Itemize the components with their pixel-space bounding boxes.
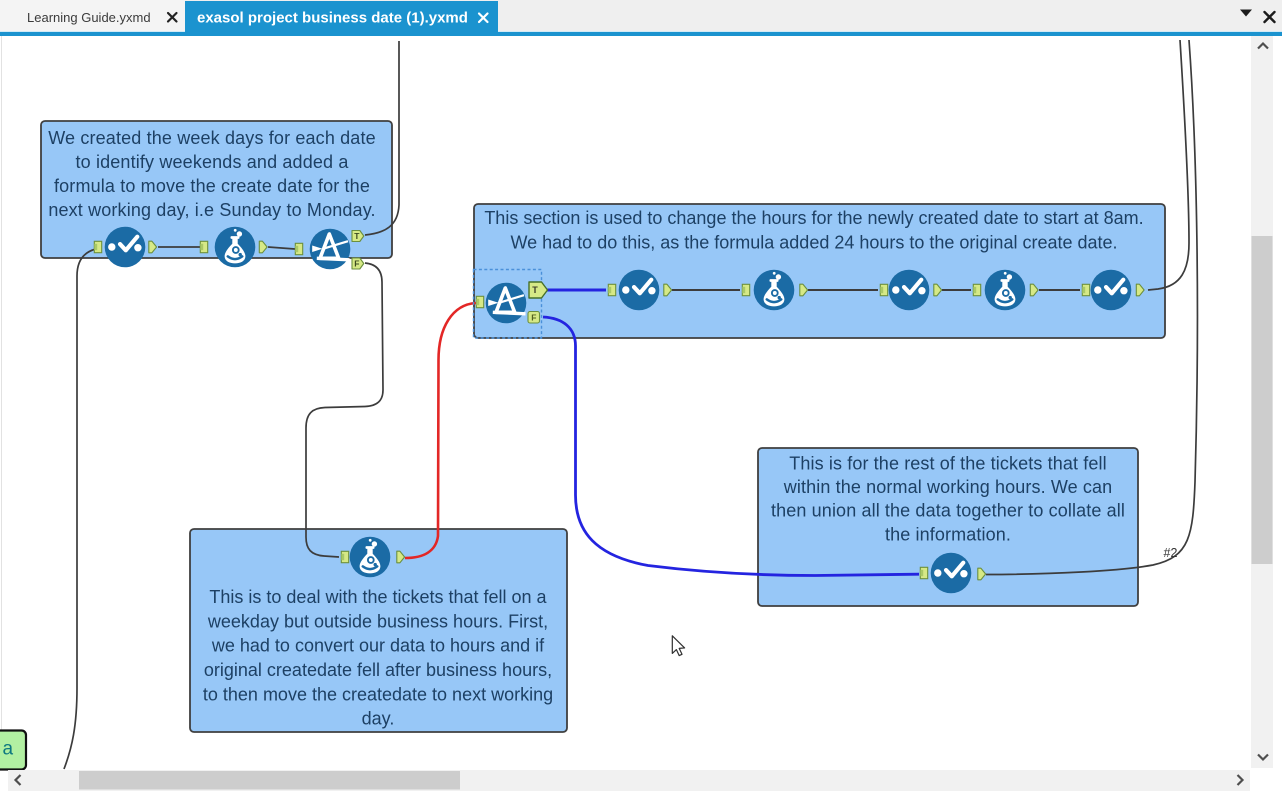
svg-text:original createdate fell after: original createdate fell after business … <box>204 660 552 680</box>
svg-text:#2: #2 <box>1164 546 1178 560</box>
svg-text:This is for the rest of the ti: This is for the rest of the tickets that… <box>789 454 1107 474</box>
svg-text:This section is used to change: This section is used to change the hours… <box>484 208 1143 228</box>
svg-text:We had to do this, as the form: We had to do this, as the formula added … <box>510 233 1117 253</box>
svg-text:day.: day. <box>362 709 395 729</box>
svg-text:F: F <box>354 259 359 269</box>
svg-text:the information.: the information. <box>885 524 1011 544</box>
svg-text:to identify weekends and added: to identify weekends and added a <box>76 152 350 172</box>
svg-text:formula to move the create dat: formula to move the create date for the <box>54 176 370 196</box>
svg-text:Learning Guide.yxmd: Learning Guide.yxmd <box>27 10 151 25</box>
svg-text:T: T <box>532 285 538 295</box>
svg-text:F: F <box>531 313 536 323</box>
svg-text:to then move the createdate to: to then move the createdate to next work… <box>203 684 553 704</box>
svg-text:within the normal working hour: within the normal working hours. We can <box>783 477 1113 497</box>
svg-text:we had to convert our data to: we had to convert our data to hours and … <box>211 636 545 656</box>
svg-text:We created the week days for e: We created the week days for each date <box>48 128 376 148</box>
svg-text:weekday but outside business h: weekday but outside business hours. Firs… <box>207 611 548 631</box>
svg-text:This is to deal with the ticke: This is to deal with the tickets that fe… <box>209 587 547 607</box>
svg-text:T: T <box>354 231 360 241</box>
svg-text:next working day, i.e Sunday t: next working day, i.e Sunday to Monday. <box>48 200 375 220</box>
svg-text:exasol project business date (: exasol project business date (1).yxmd <box>197 10 468 27</box>
svg-text:a: a <box>3 739 14 760</box>
svg-text:then union all the data togeth: then union all the data together to coll… <box>771 501 1125 521</box>
